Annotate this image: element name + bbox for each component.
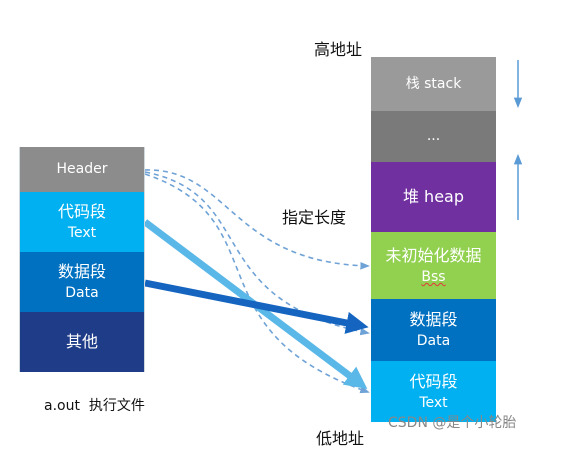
high-address-label: 高地址 bbox=[314, 40, 363, 59]
file-header-label: Header bbox=[56, 161, 108, 178]
memory-bss-sub: Bss bbox=[421, 268, 446, 285]
memory-stack-block: 栈 stack bbox=[371, 57, 496, 111]
memory-data-block: 数据段 Data bbox=[371, 299, 496, 361]
dashed-arrow-header-to-bss bbox=[144, 169, 370, 270]
file-data-segment-title: 数据段 bbox=[57, 262, 106, 282]
low-address-label: 低地址 bbox=[316, 429, 365, 448]
memory-data-title: 数据段 bbox=[409, 310, 458, 330]
memory-bss-title: 未初始化数据 bbox=[385, 245, 482, 265]
memory-ellipsis-block: ... bbox=[371, 111, 496, 162]
file-other-block: 其他 bbox=[19, 312, 145, 372]
executable-file-label: a.out 执行文件 bbox=[44, 398, 145, 414]
memory-heap-block: 堆 heap bbox=[371, 162, 496, 232]
file-code-segment-sub: Text bbox=[67, 225, 97, 242]
file-data-segment-block: 数据段 Data bbox=[19, 252, 145, 312]
memory-bss-block: 未初始化数据 Bss bbox=[371, 232, 496, 299]
file-other-label: 其他 bbox=[65, 332, 98, 352]
memory-text-title: 代码段 bbox=[409, 371, 458, 391]
memory-text-sub: Text bbox=[419, 394, 448, 411]
memory-text-block: 代码段 Text bbox=[371, 361, 496, 422]
arrow-data-segment-to-data bbox=[144, 279, 369, 334]
file-code-segment-title: 代码段 bbox=[57, 202, 106, 222]
file-data-segment-sub: Data bbox=[65, 285, 99, 302]
file-code-segment-block: 代码段 Text bbox=[19, 192, 145, 252]
memory-ellipsis-label: ... bbox=[426, 128, 441, 145]
specified-length-label: 指定长度 bbox=[282, 208, 347, 227]
dashed-arrow-header-to-text bbox=[144, 173, 370, 394]
memory-stack-label: 栈 stack bbox=[405, 75, 462, 92]
csdn-watermark: CSDN @是个小轮胎 bbox=[388, 415, 517, 431]
file-header-block: Header bbox=[19, 147, 145, 192]
memory-data-sub: Data bbox=[416, 333, 451, 350]
memory-heap-label: 堆 heap bbox=[402, 187, 465, 207]
